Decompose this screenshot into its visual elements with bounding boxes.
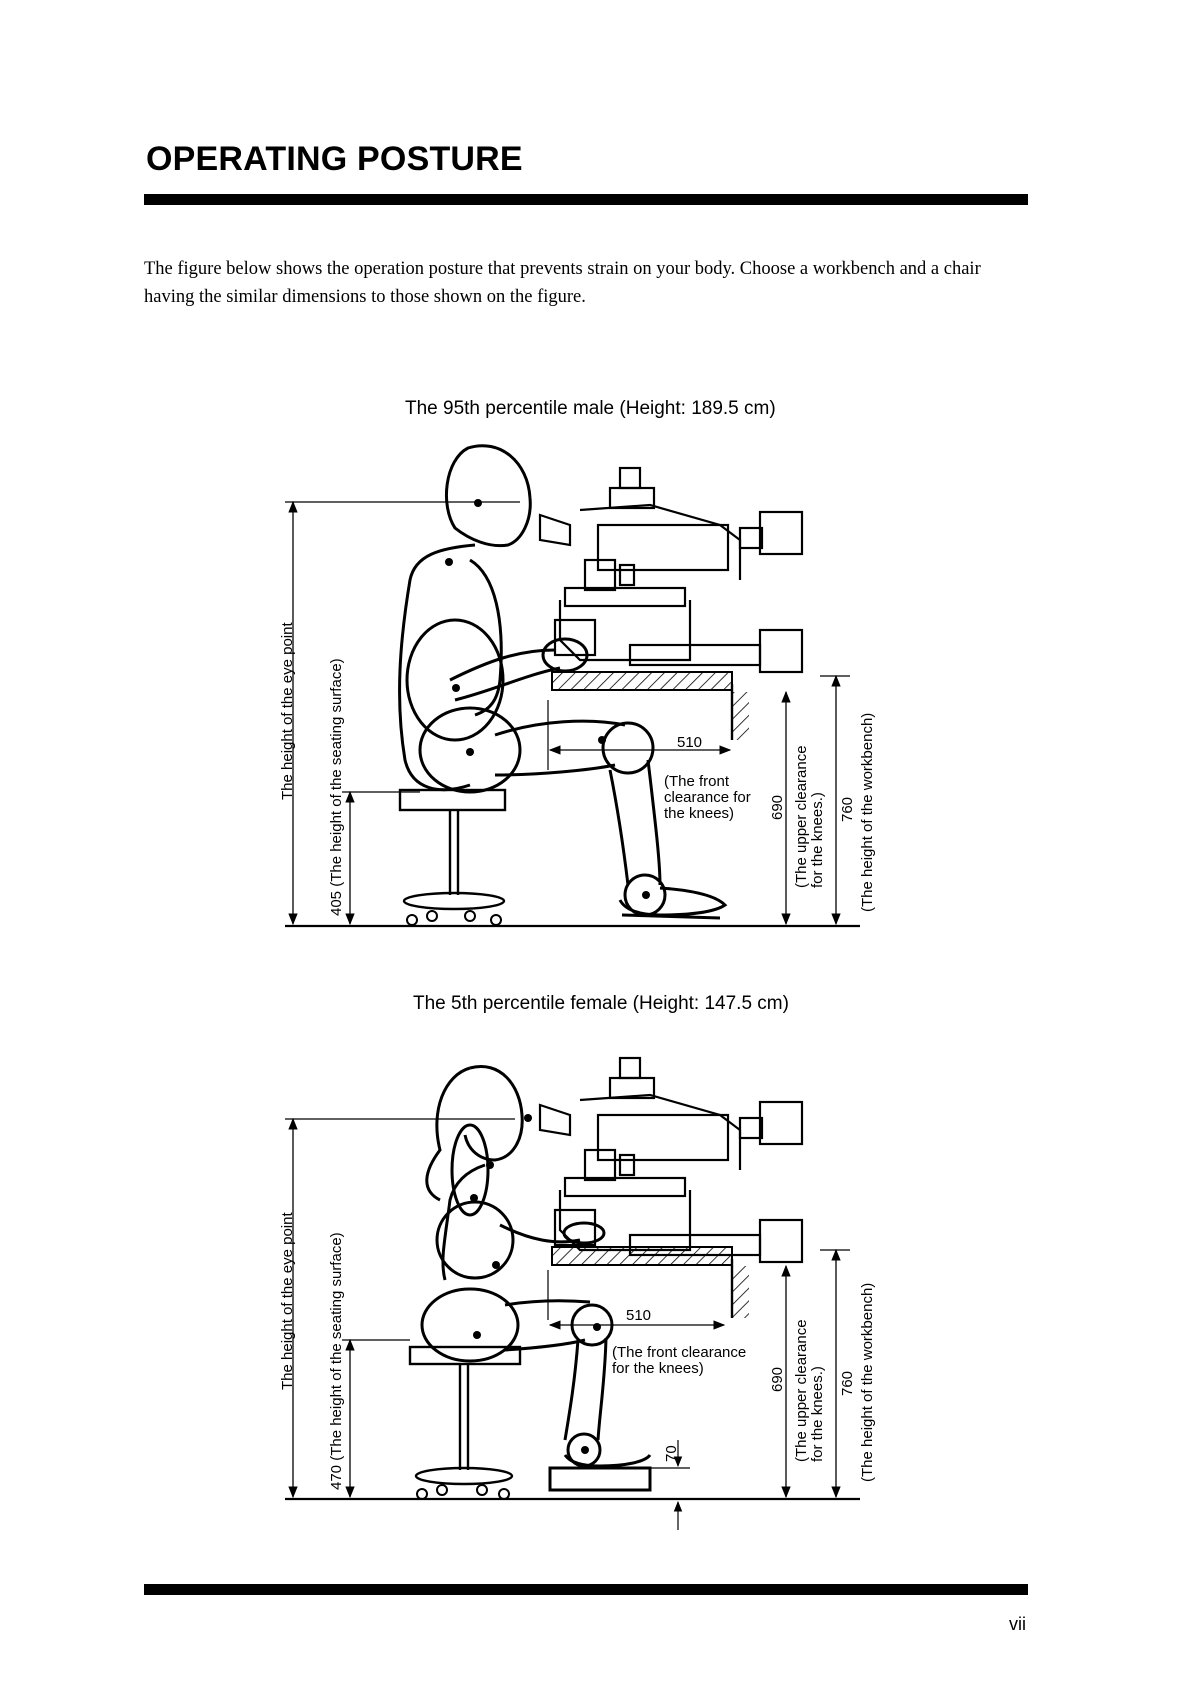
intro-paragraph: The figure below shows the operation pos…	[144, 259, 981, 307]
bench-height-label: (The height of the workbench)	[859, 1283, 876, 1482]
bench-height-value: 760	[839, 1371, 856, 1396]
stool-icon	[398, 788, 507, 926]
female-diagram: The height of the eye point 470 (The hei…	[279, 1056, 876, 1530]
male-diagram: The height of the eye point 405 (The hei…	[279, 444, 876, 928]
microscope-icon	[538, 1056, 804, 1264]
page-title: OPERATING POSTURE	[146, 140, 523, 178]
eye-point-label: The height of the eye point	[279, 622, 296, 800]
workbench-icon	[551, 1246, 749, 1318]
microscope-icon	[538, 466, 804, 674]
female-figure-caption: The 5th percentile female (Height: 147.5…	[413, 993, 789, 1014]
upper-clearance-value: 690	[769, 795, 786, 820]
knee-front-value: 510	[677, 734, 702, 751]
bottom-rule	[144, 1584, 1028, 1595]
workbench-icon	[551, 671, 749, 740]
upper-clearance-label-2: for the knees.)	[809, 1366, 826, 1462]
knee-front-label: (The front clearance for the knees)	[664, 773, 755, 822]
male-figure-caption: The 95th percentile male (Height: 189.5 …	[405, 398, 776, 419]
eye-point-label: The height of the eye point	[279, 1212, 296, 1390]
bench-height-value: 760	[839, 797, 856, 822]
bench-height-label: (The height of the workbench)	[859, 713, 876, 912]
upper-clearance-label-1: (The upper clearance	[793, 745, 810, 888]
seated-female-figure-icon	[420, 1065, 652, 1492]
upper-clearance-label-1: (The upper clearance	[793, 1319, 810, 1462]
seated-male-figure-icon	[398, 444, 728, 920]
page-number: vii	[1009, 1614, 1026, 1634]
upper-clearance-value: 690	[769, 1367, 786, 1392]
upper-clearance-label-2: for the knees.)	[809, 792, 826, 888]
stool-icon	[408, 1345, 522, 1500]
seat-height-label: 470 (The height of the seating surface)	[328, 1232, 345, 1490]
knee-front-label: (The front clearance for the knees)	[612, 1344, 750, 1377]
knee-front-value: 510	[626, 1307, 651, 1324]
seat-height-label: 405 (The height of the seating surface)	[328, 658, 345, 916]
top-rule	[144, 194, 1028, 205]
footrest-value: 70	[663, 1445, 680, 1462]
